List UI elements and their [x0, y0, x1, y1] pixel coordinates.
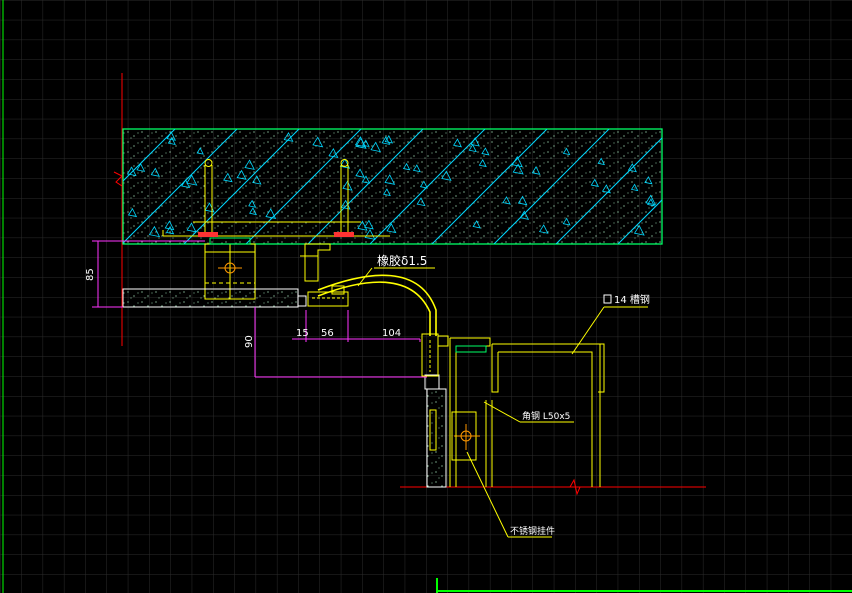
angle-left	[300, 243, 331, 282]
leader-lines	[357, 267, 648, 538]
dimension-lines	[92, 240, 427, 378]
stainless-hanger	[451, 411, 480, 461]
stone-panel-vertical	[424, 374, 447, 488]
concrete-slab	[122, 128, 663, 245]
dim-85: 85	[85, 268, 96, 281]
dim-104: 104	[382, 328, 401, 339]
rubber-seal	[317, 274, 437, 336]
dim-15: 15	[296, 328, 309, 339]
stone-panel	[122, 288, 307, 308]
break-mark-bottom	[569, 478, 581, 496]
dim-56: 56	[321, 328, 334, 339]
channel-symbol-icon	[603, 294, 612, 304]
seal-clamp-left	[307, 285, 349, 307]
seal-clamp-right	[421, 333, 449, 377]
label-rubber: 橡胶δ1.5	[377, 253, 427, 268]
anchor-plates	[198, 232, 354, 237]
label-stainless-hanger: 不锈钢挂件	[510, 525, 555, 537]
channel-steel	[449, 337, 605, 487]
break-mark-left	[113, 171, 123, 187]
label-angle-steel: 角钢 L50x5	[522, 410, 570, 422]
label-channel-steel: 14 槽钢	[614, 293, 650, 306]
dim-90: 90	[244, 335, 255, 348]
